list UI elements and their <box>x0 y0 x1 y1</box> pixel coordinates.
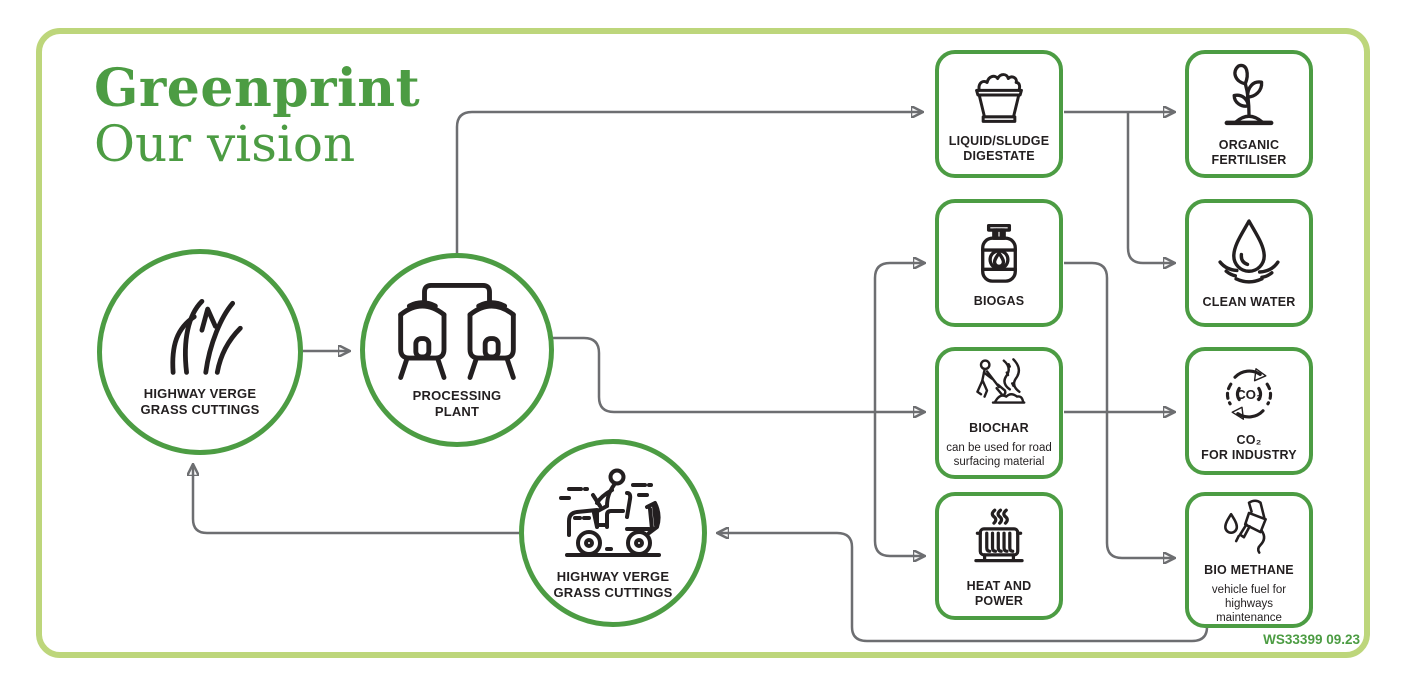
water-drop-icon <box>1218 219 1280 284</box>
node-clean-water: CLEAN WATER <box>1185 199 1313 327</box>
node-biogas: BIOGAS <box>935 199 1063 327</box>
node-highway-verge-grass-cuttings: HIGHWAY VERGE GRASS CUTTINGS <box>97 249 303 455</box>
sprout-icon <box>1224 63 1274 125</box>
node-label: HIGHWAY VERGE GRASS CUTTINGS <box>140 386 260 417</box>
node-highway-verge-grass-cuttings-mowing: HIGHWAY VERGE GRASS CUTTINGS <box>519 439 707 627</box>
node-label: CLEAN WATER <box>1202 295 1296 310</box>
node-label: BIO METHANE <box>1204 563 1294 578</box>
edge-branch-to-heat <box>873 412 923 556</box>
node-label: LIQUID/SLUDGE DIGESTATE <box>948 133 1050 163</box>
node-organic-fertiliser: ORGANIC FERTILISER <box>1185 50 1313 178</box>
ride-on-mower-icon <box>559 468 661 558</box>
edge-branch-to-biogas <box>873 263 923 412</box>
node-label: HIGHWAY VERGE GRASS CUTTINGS <box>553 569 673 600</box>
page-title: Greenprint Our vision <box>94 58 421 173</box>
edge-biomethane-to-mower <box>719 533 1209 643</box>
edge-digestate-to-cleanwater <box>1126 112 1173 263</box>
road-worker-icon <box>976 358 1026 405</box>
node-co2-for-industry: CO₂ CO₂ FOR INDUSTRY <box>1185 347 1313 475</box>
node-label: ORGANIC FERTILISER <box>1211 137 1287 167</box>
edge-biogas-to-junction <box>1064 261 1109 412</box>
node-liquid-sludge-digestate: LIQUID/SLUDGE DIGESTATE <box>935 50 1063 178</box>
outer-frame <box>36 28 1370 658</box>
edge-plant-to-biochar <box>551 336 923 412</box>
node-biochar: BIOCHAR can be used for road surfacing m… <box>935 347 1063 479</box>
title-line2: Our vision <box>94 114 356 173</box>
node-bio-methane: BIO METHANE vehicle fuel for highways ma… <box>1185 492 1313 628</box>
node-label: PROCESSING PLANT <box>412 388 502 419</box>
edge-plant-to-digestate <box>455 112 921 255</box>
node-label: CO₂ FOR INDUSTRY <box>1201 432 1297 462</box>
edge-mower-to-grass <box>193 466 519 535</box>
document-code: WS33399 09.23 <box>1263 632 1360 647</box>
grass-icon <box>170 299 243 375</box>
node-label: HEAT AND POWER <box>966 578 1032 608</box>
node-label: BIOCHAR <box>969 421 1029 436</box>
node-sublabel: can be used for road surfacing material <box>946 441 1052 468</box>
node-processing-plant: PROCESSING PLANT <box>360 253 554 447</box>
node-sublabel: vehicle fuel for highways maintenance <box>1211 583 1287 624</box>
fuel-nozzle-icon <box>1224 499 1267 555</box>
co2-cycle-icon: CO₂ <box>1225 367 1273 420</box>
title-line1: Greenprint <box>94 58 421 119</box>
radiator-icon <box>974 508 1024 562</box>
processing-plant-icon <box>398 283 516 381</box>
sludge-tub-icon <box>975 72 1023 123</box>
node-heat-and-power: HEAT AND POWER <box>935 492 1063 620</box>
co2-icon-text: CO₂ <box>1236 387 1262 402</box>
edge-junction-to-biomethane <box>1105 412 1173 558</box>
gas-cylinder-icon <box>981 224 1017 284</box>
node-label: BIOGAS <box>973 294 1025 309</box>
